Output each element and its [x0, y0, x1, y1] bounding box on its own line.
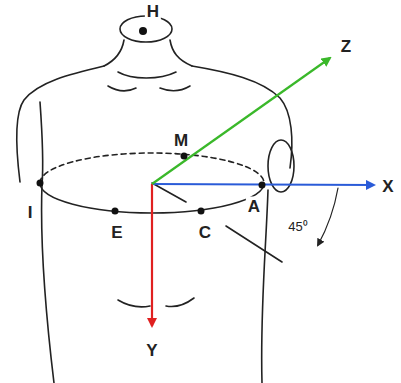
point-label: C: [197, 223, 213, 242]
point-label: M: [172, 131, 190, 150]
axis-label: Z: [339, 37, 353, 56]
point-label: I: [26, 203, 35, 222]
point-label: E: [109, 223, 124, 242]
point-label: H: [145, 2, 161, 21]
axis-label: X: [380, 177, 395, 196]
point-label: A: [246, 197, 262, 216]
axis-label: Y: [144, 341, 159, 360]
angle-label: 45⁰: [286, 219, 309, 234]
